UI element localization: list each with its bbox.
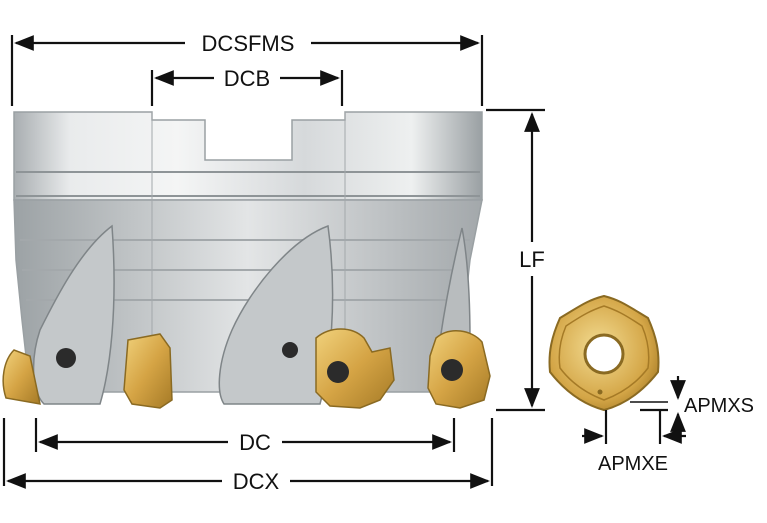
label-dcb: DCB — [224, 66, 270, 91]
dimension-lines — [2, 35, 686, 489]
body-screw-left — [56, 348, 76, 368]
insert-detail-hole — [583, 333, 625, 375]
label-dcsfms: DCSFMS — [202, 31, 295, 56]
label-dcx: DCX — [233, 469, 280, 494]
insert-detail — [548, 294, 660, 412]
cutter-inserts — [2, 328, 491, 409]
body-screw-center — [282, 342, 298, 358]
insert-center-screw — [327, 361, 349, 383]
label-apmxs: APMXS — [684, 395, 754, 417]
cutter-body — [13, 111, 483, 405]
label-lf: LF — [519, 247, 545, 272]
cutter-top-flange — [13, 111, 483, 201]
label-dc: DC — [239, 430, 271, 455]
insert-left-edge — [2, 349, 41, 405]
chip-pocket-center — [218, 224, 334, 405]
insert-center — [315, 328, 395, 409]
insert-right-screw — [441, 359, 463, 381]
label-apmxe: APMXE — [598, 453, 668, 475]
insert-left-front — [123, 333, 173, 409]
